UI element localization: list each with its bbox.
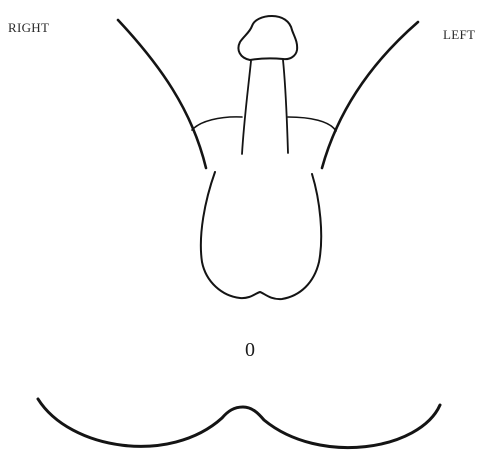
buttocks-contour: [38, 399, 440, 448]
shaft-right-line: [283, 60, 288, 153]
scrotum-outline: [201, 172, 321, 299]
shaft-left-line: [242, 61, 251, 154]
right-groin-arc: [192, 117, 242, 130]
left-groin-arc: [288, 117, 336, 131]
glans-outline: [238, 16, 297, 60]
left-thigh-outline: [322, 22, 418, 168]
right-thigh-outline: [118, 20, 206, 168]
anal-marker: 0: [0, 339, 492, 362]
